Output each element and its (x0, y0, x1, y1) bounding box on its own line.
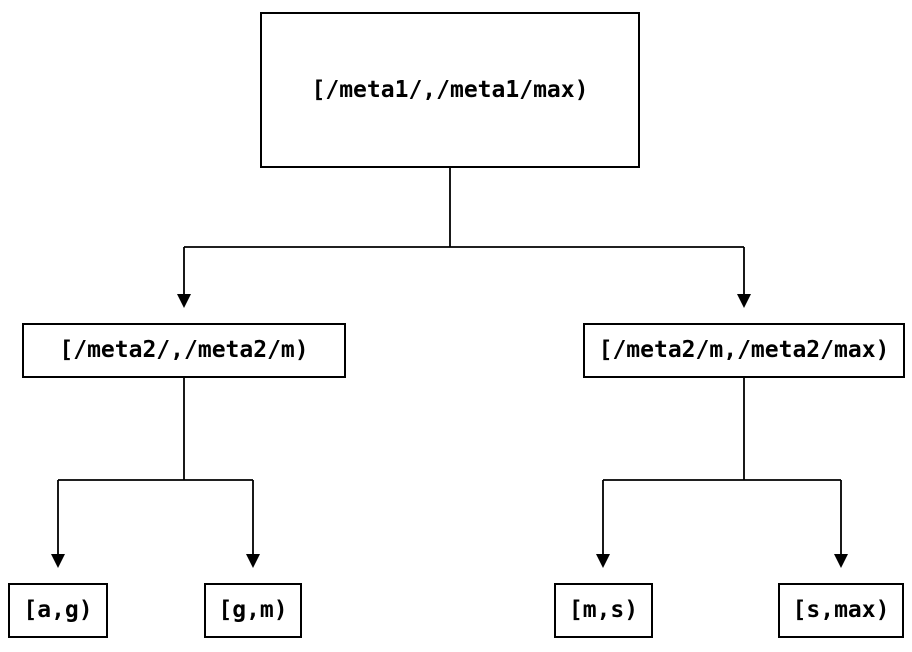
node-label: [s,max) (792, 597, 890, 623)
edge-left-subtree (57, 378, 254, 554)
arrowhead-icon (596, 554, 610, 568)
arrowhead-icon (246, 554, 260, 568)
node-meta2-left-range: [/meta2/,/meta2/m) (22, 323, 346, 378)
node-label: [/meta2/m,/meta2/max) (598, 337, 890, 363)
arrowhead-icon (834, 554, 848, 568)
arrowhead-icon (177, 294, 191, 308)
node-leaf-ag: [a,g) (8, 583, 108, 638)
arrowhead-icon (51, 554, 65, 568)
node-leaf-ms: [m,s) (554, 583, 653, 638)
node-meta2-right-range: [/meta2/m,/meta2/max) (583, 323, 905, 378)
node-label: [m,s) (568, 597, 639, 623)
node-leaf-smax: [s,max) (778, 583, 904, 638)
node-leaf-gm: [g,m) (204, 583, 302, 638)
arrowhead-icon (737, 294, 751, 308)
node-meta1-range: [/meta1/,/meta1/max) (260, 12, 640, 168)
node-label: [a,g) (23, 597, 93, 623)
edge-right-subtree (602, 378, 842, 554)
edge-root-branch (183, 168, 745, 294)
node-label: [/meta2/,/meta2/m) (59, 337, 309, 363)
node-label: [/meta1/,/meta1/max) (311, 76, 589, 103)
node-label: [g,m) (218, 597, 288, 623)
